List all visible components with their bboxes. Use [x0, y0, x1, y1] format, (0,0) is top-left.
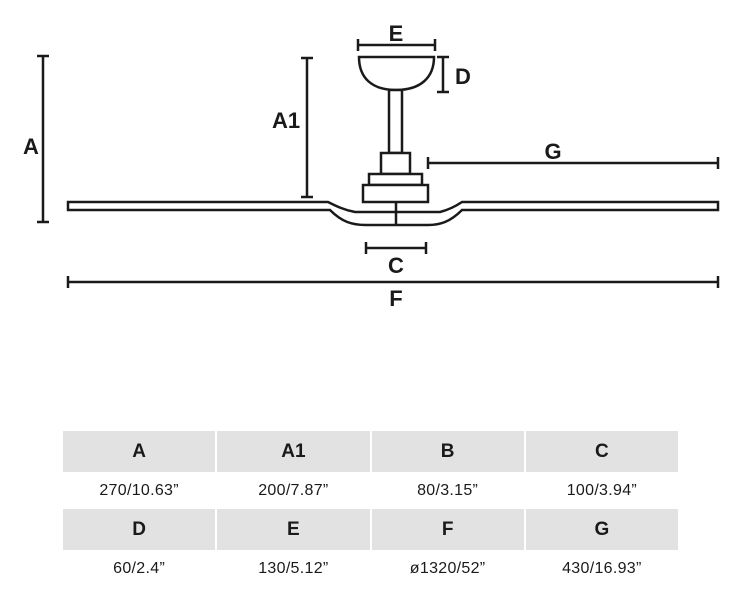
fan-blades: [66, 200, 720, 227]
dimensions-table: A A1 B C 270/10.63” 200/7.87” 80/3.15” 1…: [61, 431, 680, 587]
header-cell: E: [217, 509, 370, 550]
fan-motor-top: [379, 151, 412, 176]
dimensions-value-row: 270/10.63” 200/7.87” 80/3.15” 100/3.94”: [63, 472, 678, 509]
value-cell: 100/3.94”: [566, 481, 638, 499]
header-cell: G: [525, 509, 678, 550]
fan-motor-middle: [367, 172, 424, 187]
fan-downrod: [387, 88, 404, 155]
dimensions-value-row: 60/2.4” 130/5.12” ø1320/52” 430/16.93”: [63, 550, 678, 587]
header-cell: A: [63, 431, 216, 472]
header-cell: F: [371, 509, 524, 550]
label-d: D: [455, 64, 471, 89]
ceiling-fan-dimension-diagram: A A1 E D G C F: [23, 21, 720, 311]
label-e: E: [389, 21, 404, 46]
value-cell: ø1320/52”: [409, 559, 486, 577]
label-a1: A1: [272, 108, 300, 133]
label-a: A: [23, 134, 39, 159]
header-cell: C: [525, 431, 678, 472]
dimensions-header-row: D E F G: [63, 509, 678, 550]
header-cell: B: [371, 431, 524, 472]
value-cell: 60/2.4”: [113, 559, 166, 577]
dimensions-header-row: A A1 B C: [63, 431, 678, 472]
fan-canopy: [357, 55, 436, 92]
header-cell: D: [63, 509, 216, 550]
value-cell: 80/3.15”: [417, 481, 479, 499]
label-c: C: [388, 253, 404, 278]
value-cell: 430/16.93”: [562, 559, 642, 577]
value-cell: 270/10.63”: [99, 481, 179, 499]
label-f: F: [389, 286, 402, 311]
label-g: G: [544, 139, 561, 164]
value-cell: 130/5.12”: [258, 559, 329, 577]
fan-motor-bottom: [361, 183, 430, 204]
header-cell: A1: [217, 431, 370, 472]
value-cell: 200/7.87”: [258, 481, 329, 499]
